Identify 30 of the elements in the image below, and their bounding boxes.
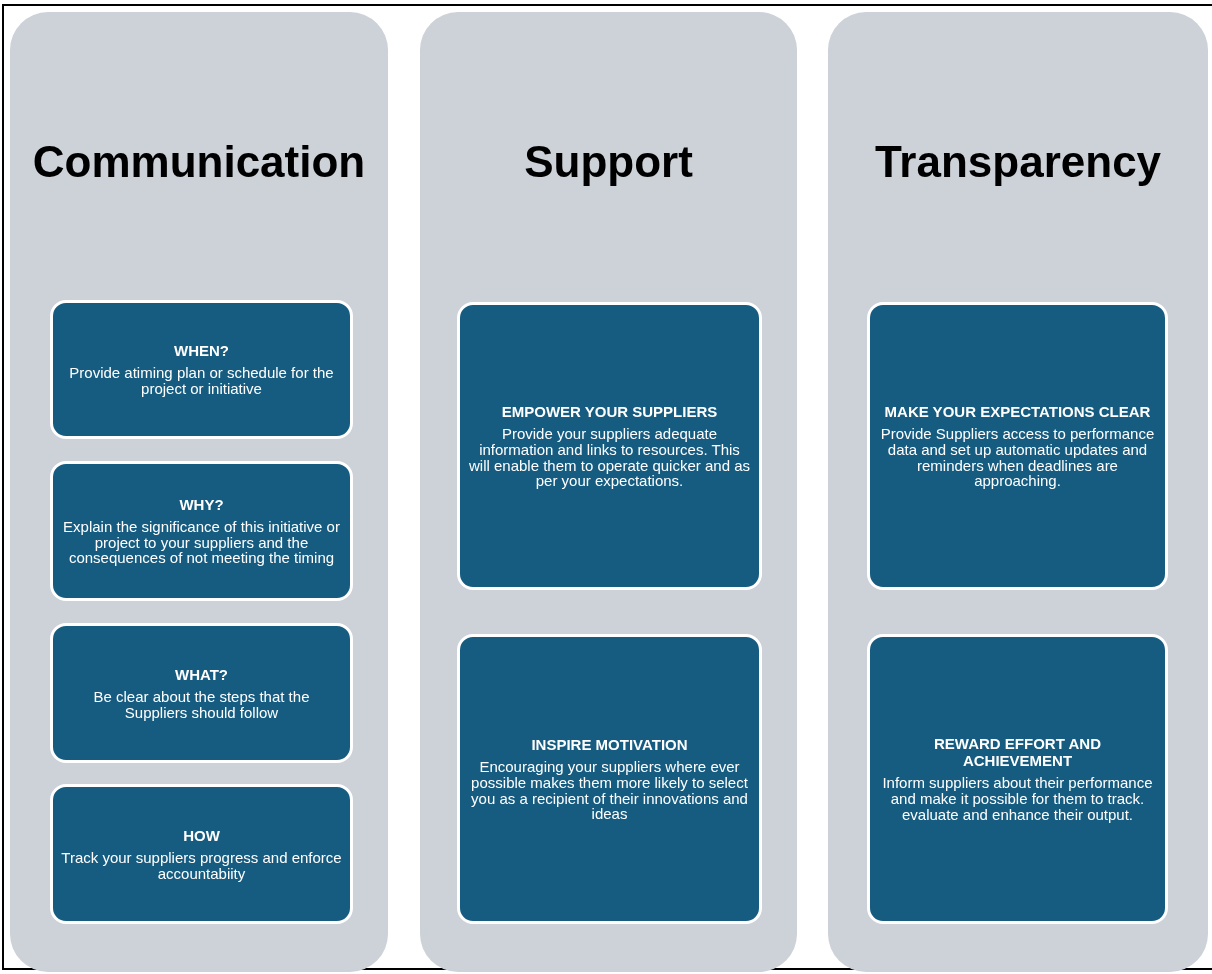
card-heading: REWARD EFFORT AND ACHIEVEMENT [933, 735, 1102, 770]
card-heading: INSPIRE MOTIVATION [531, 736, 688, 753]
card-heading: MAKE YOUR EXPECTATIONS CLEAR [884, 403, 1151, 420]
column-heading: Support [524, 137, 693, 187]
card-text: Provide Suppliers access to performance data and set up automatic updates and reminders when deadlines are approaching. [879, 426, 1156, 489]
info-card [457, 302, 762, 590]
card-heading: EMPOWER YOUR SUPPLIERS [501, 403, 718, 420]
column-heading: Transparency [874, 137, 1162, 187]
card-heading: WHY? [179, 495, 224, 513]
info-card [50, 784, 353, 924]
column-panel [828, 12, 1208, 972]
info-card [50, 461, 353, 601]
card-text: Explain the significance of this initiative or project to your suppliers and the consequences of not meeting the timing [62, 518, 341, 567]
card-text: Provide your suppliers adequate information and links to resources. This will enable them to operate quicker and as per your expectations. [468, 426, 751, 489]
column-panel [420, 12, 797, 972]
card-heading: WHAT? [174, 665, 228, 683]
info-card [867, 302, 1168, 590]
info-card [457, 634, 762, 924]
card-text: Encouraging your suppliers where ever possible makes them more likely to select you as a recipient of their innovations and ideas [470, 759, 749, 822]
column-panel [10, 12, 388, 972]
column-heading: Communication [32, 137, 366, 187]
info-card [50, 300, 353, 439]
card-text: Be clear about the steps that the Suppliers should follow [92, 688, 311, 721]
card-heading: WHEN? [174, 342, 229, 360]
card-heading: HOW [183, 826, 220, 844]
info-card [867, 634, 1168, 924]
card-text: Inform suppliers about their performance and make it possible for them to track. evaluate and enhance their output. [881, 775, 1154, 823]
info-card [50, 623, 353, 763]
card-text: Track your suppliers progress and enforce accountabiity [61, 849, 342, 882]
card-text: Provide atiming plan or schedule for the project or initiative [68, 365, 335, 397]
